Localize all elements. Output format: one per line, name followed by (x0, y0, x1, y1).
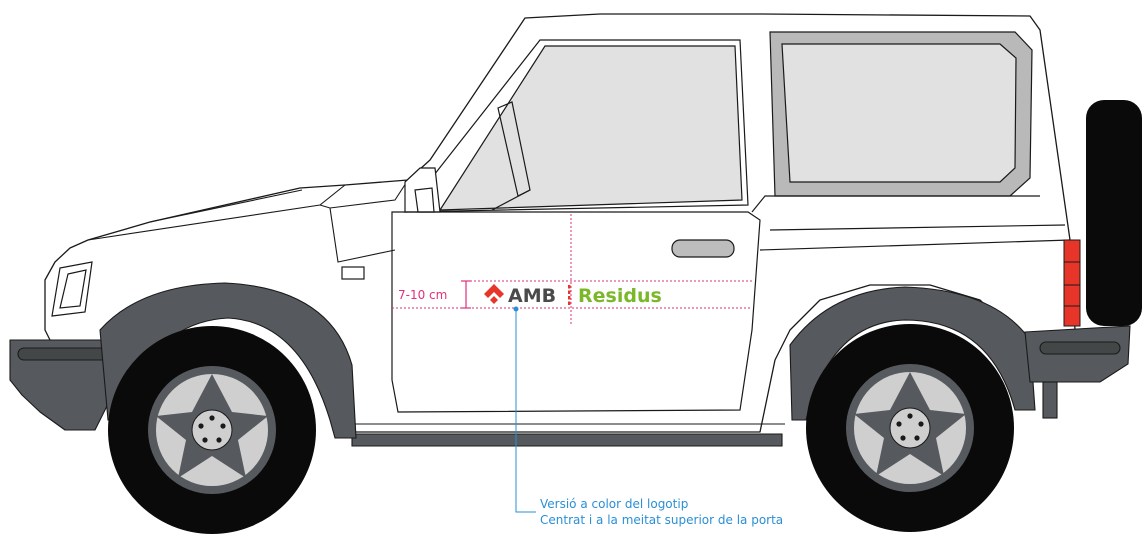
amb-residus-logo: AMB Residus (484, 284, 662, 307)
door (391, 195, 1071, 413)
hood-lines (87, 179, 409, 263)
front-bumper (9, 339, 119, 431)
logo-divider (568, 285, 571, 305)
rear-wheel (806, 324, 1014, 532)
rear-side-window (781, 43, 1017, 183)
logo-residus-text: Residus (578, 285, 662, 307)
dimension-label: 7-10 cm (398, 288, 447, 302)
headlight (51, 261, 93, 317)
amb-logo-mark (484, 284, 504, 304)
spare-tire (1086, 100, 1142, 326)
side-marker-light (341, 266, 365, 280)
callout-leader (513, 306, 536, 513)
logo-amb-text: AMB (508, 285, 556, 307)
callout-line-1: Versió a color del logotip (540, 497, 688, 511)
rocker-panel (351, 423, 785, 447)
callout-line-2: Centrat i a la meitat superior de la por… (540, 513, 783, 527)
side-mirror (404, 167, 441, 213)
front-wheel (108, 326, 316, 534)
rear-bumper (1024, 325, 1131, 419)
placement-guides (392, 214, 752, 326)
tail-light (1063, 239, 1081, 327)
rear-fender-flare (789, 286, 1036, 421)
front-side-window (438, 45, 743, 211)
window-interior (491, 101, 531, 211)
rear-window-frame (769, 31, 1033, 197)
door-handle (671, 239, 735, 258)
dimension-marker (461, 280, 471, 309)
